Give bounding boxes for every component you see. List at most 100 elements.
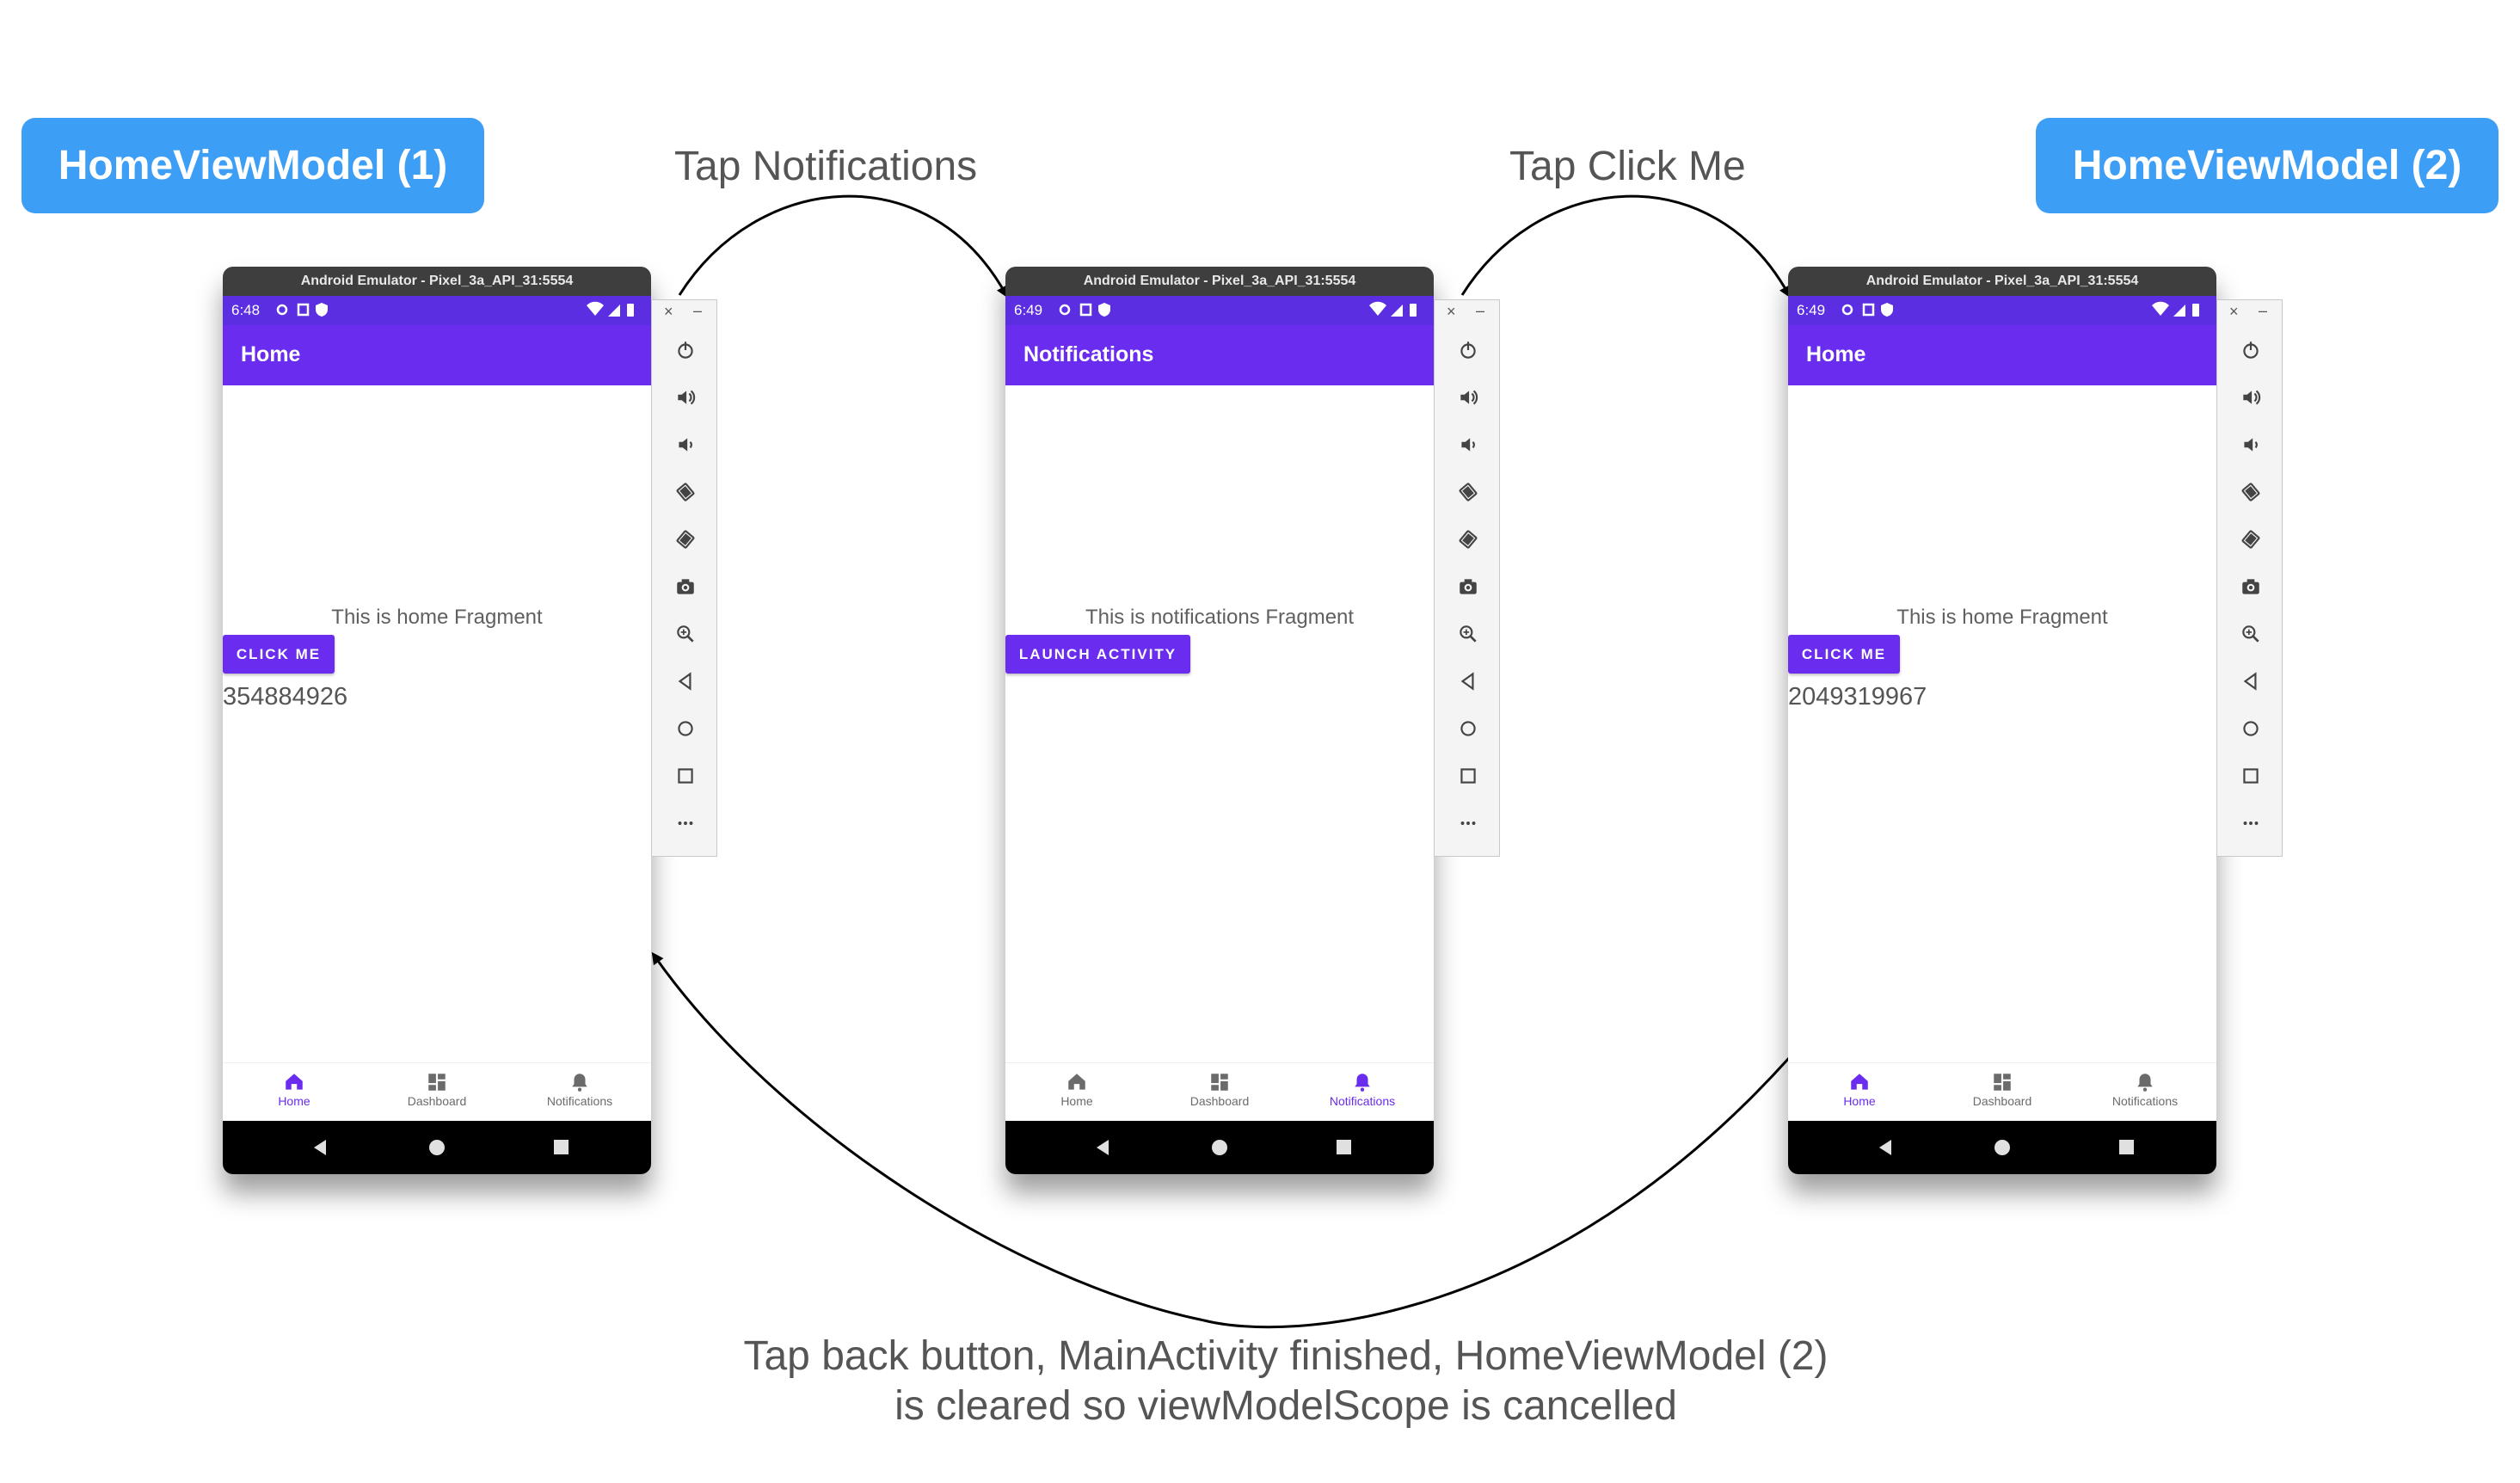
emulator-camera-icon[interactable] — [1435, 569, 1501, 604]
system-nav-bar — [1005, 1121, 1434, 1174]
home-nav-icon — [1848, 1070, 1871, 1094]
home-icon — [1460, 721, 1476, 736]
rotate-right-icon — [1459, 530, 1477, 549]
fragment-action-button[interactable]: CLICK ME — [1788, 635, 1900, 674]
emulator-zoom-icon[interactable] — [1435, 617, 1501, 651]
status-notification-icons — [274, 300, 335, 323]
more-icon — [1460, 821, 1475, 825]
emulator-rotate-right-icon[interactable] — [652, 522, 718, 557]
emulator-more-icon[interactable] — [652, 806, 718, 840]
nav-home-icon — [1994, 1140, 2010, 1155]
emulator-home-icon[interactable] — [652, 711, 718, 746]
power-icon — [2242, 342, 2259, 359]
app-bar-title: Home — [241, 342, 301, 366]
minimize-icon[interactable]: – — [693, 302, 703, 319]
emulator-rotate-right-icon[interactable] — [2217, 522, 2283, 557]
nav-tab-dashboard[interactable]: Dashboard — [1148, 1063, 1291, 1122]
emulator-volume-up-icon[interactable] — [2217, 380, 2283, 415]
emulator-volume-down-icon[interactable] — [2217, 428, 2283, 462]
status-time: 6:48 — [231, 302, 261, 318]
emulator-window-title: Android Emulator - Pixel_3a_API_31:5554 — [223, 267, 651, 296]
random-number: 354884926 — [223, 683, 348, 711]
emulator-rotate-left-icon[interactable] — [652, 475, 718, 509]
nav-tab-label: Notifications — [1329, 1094, 1396, 1108]
nav-tab-home[interactable]: Home — [1788, 1063, 1931, 1122]
home-nav-icon — [283, 1070, 305, 1094]
nav-tab-notifications[interactable]: Notifications — [1291, 1063, 1434, 1122]
emulator-overview-icon[interactable] — [2217, 759, 2283, 793]
emulator-volume-down-icon[interactable] — [652, 428, 718, 462]
status-time: 6:49 — [1014, 302, 1043, 318]
fragment-text: This is home Fragment — [331, 606, 543, 629]
emulator-rotate-left-icon[interactable] — [1435, 475, 1501, 509]
nav-overview-icon — [554, 1140, 569, 1154]
nav-tab-notifications[interactable]: Notifications — [2074, 1063, 2216, 1122]
caption-tap-back-line1: Tap back button, MainActivity finished, … — [743, 1333, 1829, 1379]
emulator-home-icon[interactable] — [2217, 711, 2283, 746]
nav-tab-dashboard[interactable]: Dashboard — [1931, 1063, 2074, 1122]
notifications-nav-icon — [569, 1070, 591, 1094]
nav-overview-icon — [1337, 1140, 1351, 1154]
emulator-toolbar: × – — [2216, 299, 2283, 857]
close-icon[interactable]: × — [2229, 303, 2239, 320]
emulator-power-icon[interactable] — [2217, 333, 2283, 367]
camera-icon — [2241, 579, 2259, 594]
emulator-power-icon[interactable] — [652, 333, 718, 367]
emulator-toolbar: × – — [1434, 299, 1500, 857]
emulator-more-icon[interactable] — [1435, 806, 1501, 840]
fragment-action-button[interactable]: CLICK ME — [223, 635, 335, 674]
arrow-tap-click-me — [1460, 194, 1791, 298]
rotate-left-icon — [1459, 483, 1477, 502]
emulator-window-title: Android Emulator - Pixel_3a_API_31:5554 — [1005, 267, 1434, 296]
nav-tab-label: Home — [1843, 1094, 1876, 1108]
status-system-icons — [2151, 300, 2206, 323]
emulator-overview-icon[interactable] — [652, 759, 718, 793]
caption-tap-notifications: Tap Notifications — [674, 144, 978, 189]
emulator-rotate-right-icon[interactable] — [1435, 522, 1501, 557]
system-nav-bar — [223, 1121, 651, 1174]
rotate-left-icon — [676, 483, 694, 502]
emulator-toolbar: × – — [651, 299, 717, 857]
status-notification-icons — [1840, 300, 1900, 323]
app-bar-title: Notifications — [1023, 342, 1154, 366]
close-icon[interactable]: × — [1447, 303, 1456, 320]
emulator-more-icon[interactable] — [2217, 806, 2283, 840]
emulator-camera-icon[interactable] — [2217, 569, 2283, 604]
emulator-rotate-left-icon[interactable] — [2217, 475, 2283, 509]
emulator-power-icon[interactable] — [1435, 333, 1501, 367]
app-bar-title: Home — [1806, 342, 1866, 366]
camera-icon — [1459, 579, 1477, 594]
back-icon — [678, 672, 691, 691]
home-icon — [677, 721, 693, 736]
nav-tab-notifications[interactable]: Notifications — [508, 1063, 651, 1122]
back-icon — [2243, 672, 2256, 691]
emulator-volume-up-icon[interactable] — [1435, 380, 1501, 415]
volume-up-icon — [677, 390, 695, 405]
emulator-volume-up-icon[interactable] — [652, 380, 718, 415]
nav-tab-home[interactable]: Home — [223, 1063, 366, 1122]
emulator-home-icon[interactable] — [1435, 711, 1501, 746]
status-system-icons — [586, 300, 641, 323]
volume-down-icon — [1460, 438, 1475, 452]
nav-back-icon — [1879, 1140, 1891, 1155]
system-nav-bar — [1788, 1121, 2216, 1174]
minimize-icon[interactable]: – — [1476, 302, 1485, 319]
emulator-back-icon[interactable] — [2217, 664, 2283, 698]
emulator-zoom-icon[interactable] — [652, 617, 718, 651]
fragment-action-button[interactable]: LAUNCH ACTIVITY — [1005, 635, 1190, 674]
close-icon[interactable]: × — [664, 303, 673, 320]
arrow-tap-back — [651, 951, 1791, 1329]
app-bar: Home — [223, 325, 651, 385]
emulator-zoom-icon[interactable] — [2217, 617, 2283, 651]
emulator-overview-icon[interactable] — [1435, 759, 1501, 793]
zoom-icon — [2241, 625, 2259, 643]
emulator-back-icon[interactable] — [652, 664, 718, 698]
emulator-volume-down-icon[interactable] — [1435, 428, 1501, 462]
bottom-navigation: Home Dashboard Notifications — [223, 1062, 651, 1122]
nav-tab-home[interactable]: Home — [1005, 1063, 1148, 1122]
emulator-camera-icon[interactable] — [652, 569, 718, 604]
minimize-icon[interactable]: – — [2259, 302, 2268, 319]
nav-tab-dashboard[interactable]: Dashboard — [366, 1063, 508, 1122]
emulator-back-icon[interactable] — [1435, 664, 1501, 698]
